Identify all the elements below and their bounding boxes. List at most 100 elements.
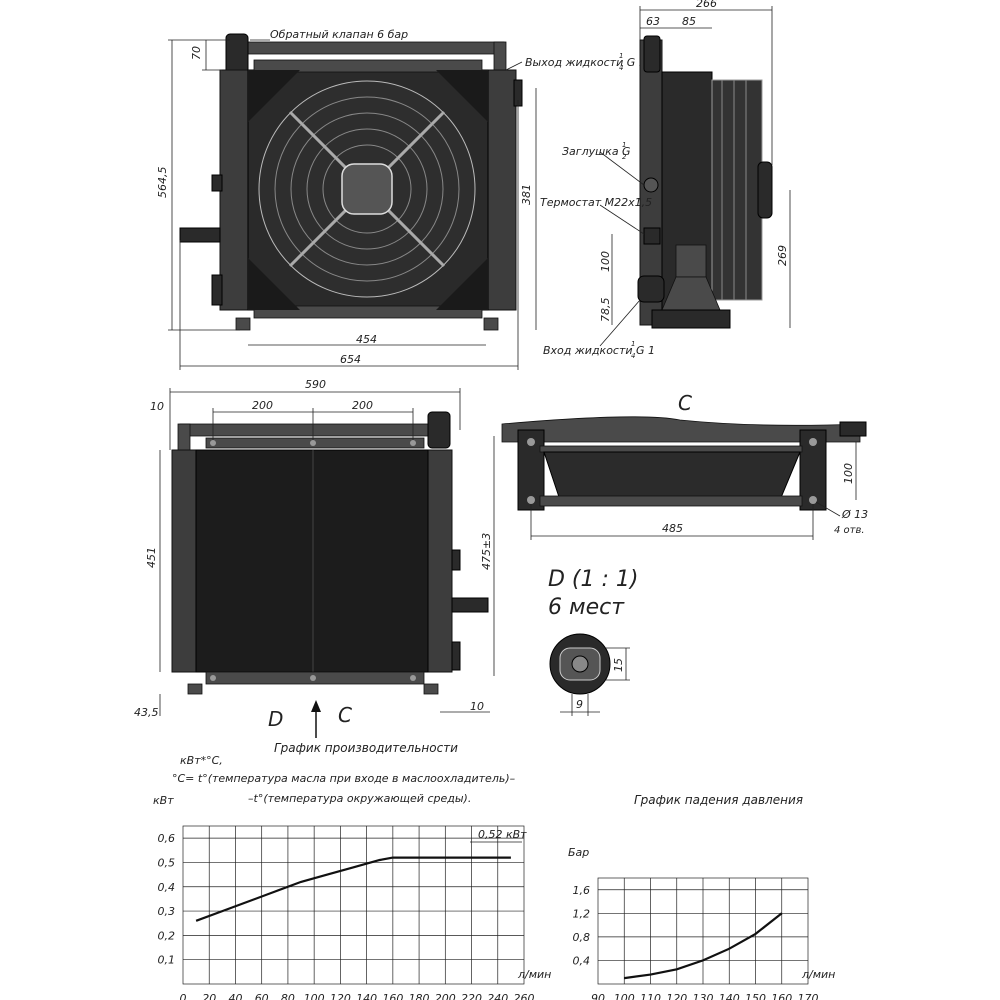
dim-rear-offset: 10: [150, 400, 164, 413]
top-view-hole-tr: [809, 438, 817, 446]
rear-left-tank: [171, 449, 199, 673]
detail-bolt-hole: [571, 655, 589, 673]
front-right-tank: [485, 69, 517, 311]
dim-top-height: 100: [842, 463, 855, 484]
dim-top-width: 485: [662, 522, 683, 535]
x-tick-label: 60: [255, 992, 269, 1000]
top-view-fitting: [839, 421, 867, 437]
front-left-tank: [219, 69, 251, 311]
callout-inlet-frac-num: 1: [631, 340, 635, 348]
rear-right-plug: [451, 549, 461, 571]
pressure-chart-title: График падения давления: [634, 793, 803, 807]
perf-note-2: °С= t°(температура масла при входе в мас…: [172, 772, 516, 785]
rear-right-boss: [451, 641, 461, 671]
y-axis-label: Бар: [568, 846, 589, 859]
x-tick-label: 40: [228, 992, 242, 1000]
detail-count: 6 мест: [548, 595, 625, 620]
callout-plug-frac-num: 1: [622, 141, 626, 149]
front-pipe-right-leg: [493, 41, 507, 73]
dim-detail-h: 15: [612, 658, 625, 672]
top-view-base: [539, 495, 803, 507]
y-tick-label: 0,4: [573, 954, 591, 967]
front-left-boss: [211, 274, 223, 306]
top-view-rail: [539, 445, 803, 453]
callout-outlet-leader: [505, 61, 523, 71]
top-view-hole-tl: [527, 438, 535, 446]
dim-side-total: 266: [696, 0, 717, 10]
side-fan-motor: [757, 161, 773, 219]
perf-annotation: 0,52 кВт: [478, 828, 527, 841]
callout-plug-leader: [599, 151, 645, 186]
fan-ring-4: [322, 144, 412, 234]
front-foot-left: [235, 317, 251, 331]
x-tick-label: 200: [435, 992, 456, 1000]
dim-detail-w: 9: [576, 698, 583, 711]
series-line: [195, 856, 511, 922]
top-dimensions: [530, 442, 857, 540]
x-tick-label: 80: [281, 992, 295, 1000]
fan-motor: [341, 163, 393, 215]
dim-rear-bottom: 43,5: [134, 706, 159, 719]
dim-rear-height2: 475±3: [480, 533, 493, 570]
x-tick-label: 240: [487, 992, 508, 1000]
x-tick-label: 20: [202, 992, 216, 1000]
dim-rear-right: 10: [470, 700, 484, 713]
dim-top-hole-leader: [815, 501, 841, 517]
front-view: [179, 33, 523, 331]
side-view: [637, 35, 773, 329]
fan-ring-3: [306, 128, 428, 250]
dim-side-d: 78,5: [599, 298, 612, 323]
perf-note-1: кВт*°С,: [180, 754, 223, 767]
x-tick-label: 120: [330, 992, 351, 1000]
y-tick-label: 0,3: [158, 905, 176, 918]
rear-hole-2: [310, 440, 316, 446]
dim-front-height: 564,5: [156, 167, 169, 199]
callout-inlet: Вход жидкости G 1: [543, 344, 655, 357]
front-corner-tr: [436, 70, 488, 122]
detail-title: D (1 : 1): [548, 567, 639, 592]
top-view-shroud: [543, 451, 801, 501]
dim-rear-height: 451: [145, 547, 158, 568]
rear-hole-3: [410, 440, 416, 446]
dim-side-a: 63: [646, 15, 660, 28]
rear-top-pipe: [179, 423, 433, 437]
view-c-title: С: [678, 391, 692, 415]
front-bottom-bar: [253, 305, 483, 319]
x-tick-label: 140: [719, 992, 740, 1000]
front-top-bar: [253, 59, 483, 73]
top-view-body: [501, 416, 861, 443]
side-bracket: [675, 244, 707, 278]
x-tick-label: 90: [591, 992, 605, 1000]
dim-side-c: 100: [599, 251, 612, 272]
rear-right-tank: [425, 449, 453, 673]
callout-thermostat: Термостат М22х1,5: [540, 196, 652, 209]
dim-rear-pitch2: 200: [352, 399, 373, 412]
perf-chart-title: График производительности: [274, 741, 458, 755]
dim-side-b: 85: [682, 15, 696, 28]
fan-ring-1: [274, 96, 460, 282]
x-tick-label: 260: [514, 992, 535, 1000]
callout-outlet-frac-den: 4: [619, 64, 623, 72]
view-d-label: D: [268, 707, 283, 731]
chart-frame: [182, 825, 525, 985]
top-view-hole-bl: [527, 496, 535, 504]
x-tick-label: 150: [745, 992, 766, 1000]
fan-ring-2: [290, 112, 444, 266]
dim-top-hole: Ø 13: [841, 508, 868, 521]
y-axis-label: кВт: [153, 794, 174, 807]
series-line: [624, 912, 783, 980]
side-check-valve: [643, 35, 661, 73]
rear-hole-5: [310, 675, 316, 681]
callout-plug: Заглушка G: [562, 145, 631, 158]
rear-fitting: [451, 597, 489, 613]
view-c-arrow-head: [311, 700, 321, 712]
rear-foot-left: [187, 683, 203, 695]
y-tick-label: 1,6: [573, 884, 591, 897]
top-view-hole-br: [809, 496, 817, 504]
perf-note-3: –t°(температура окружающей среды).: [248, 792, 471, 805]
rear-view: [171, 411, 489, 695]
y-tick-label: 0,5: [158, 856, 176, 869]
callout-inlet-leader: [599, 299, 641, 347]
